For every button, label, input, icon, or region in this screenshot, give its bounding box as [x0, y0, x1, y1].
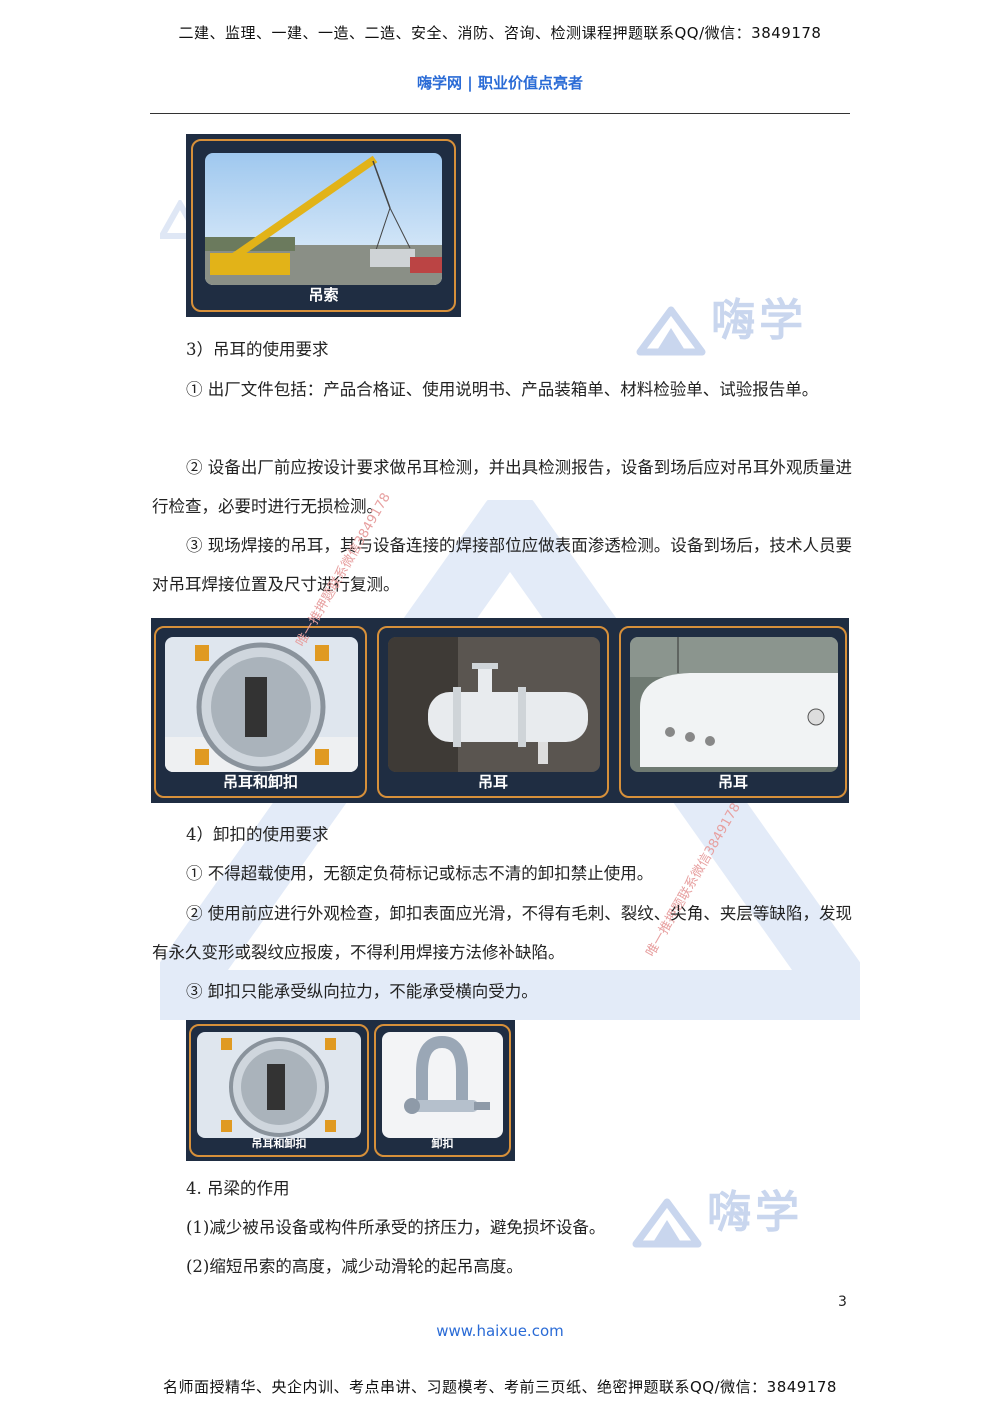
vessel-photo: [630, 637, 838, 772]
shackle-item-2: ② 使用前应进行外观检查，卸扣表面应光滑，不得有毛刺、裂纹、尖角、夹层等缺陷，发…: [152, 904, 852, 962]
section-shackle-title: 4）卸扣的使用要求: [186, 825, 329, 844]
haixue-logo-icon: [636, 306, 706, 355]
beam-item-1: (1)减少被吊设备或构件所承受的挤压力，避免损坏设备。: [186, 1218, 606, 1237]
figure-shackle-card-2: 卸扣: [374, 1024, 511, 1157]
heat-exchanger-illustration: [388, 637, 600, 772]
brand-slogan: 嗨学网 | 职业价值点亮者: [417, 74, 583, 92]
figure-lugs-caption-2: 吊耳: [477, 773, 508, 791]
footer-url: www.haixue.com: [436, 1322, 564, 1340]
watermark-logo-2: 嗨学: [632, 1176, 803, 1248]
figure-lugs-card-3: 吊耳: [619, 626, 847, 798]
footer-banner: 名师面授精华、央企内训、考点串讲、习题模考、考前三页纸、绝密押题联系QQ/微信：…: [163, 1378, 837, 1396]
lug-item-2: ② 设备出厂前应按设计要求做吊耳检测，并出具检测报告，设备到场后应对吊耳外观质量…: [152, 458, 852, 516]
watermark-logo-text-2: 嗨学: [707, 1187, 804, 1238]
vessel-end-small-illustration: [197, 1032, 361, 1138]
page-number: 3: [838, 1294, 847, 1310]
watermark-logo-text: 嗨学: [711, 295, 808, 346]
figure-shackle-caption-1: 吊耳和卸扣: [251, 1137, 307, 1150]
section-lug-title: 3）吊耳的使用要求: [186, 340, 329, 359]
figure-lugs-card-2: 吊耳: [377, 626, 609, 798]
header-divider: [150, 113, 850, 114]
figure-lugs: 吊耳和卸扣 吊耳: [151, 618, 849, 803]
crane-illustration: [205, 153, 442, 285]
heat-exchanger-photo: [388, 637, 600, 772]
beam-item-2: (2)缩短吊索的高度，减少动滑轮的起吊高度。: [186, 1257, 523, 1276]
crane-photo: [205, 153, 442, 285]
figure-lugs-caption-1: 吊耳和卸扣: [222, 773, 298, 791]
figure-sling: 吊索: [186, 134, 461, 317]
figure-shackle-caption-2: 卸扣: [431, 1137, 454, 1150]
figure-shackle: 吊耳和卸扣 卸扣: [186, 1020, 515, 1161]
figure-shackle-card-1: 吊耳和卸扣: [189, 1024, 369, 1157]
figure-sling-caption: 吊索: [308, 286, 339, 304]
shackle-icon: [382, 1032, 503, 1138]
lug-shackle-photo: [165, 637, 358, 772]
header-banner: 二建、监理、一建、一造、二造、安全、消防、咨询、检测课程押题联系QQ/微信：38…: [178, 24, 822, 42]
figure-lugs-card-1: 吊耳和卸扣: [154, 626, 367, 798]
lug-item-3: ③ 现场焊接的吊耳，其与设备连接的焊接部位应做表面渗透检测。设备到场后，技术人员…: [152, 536, 852, 594]
shackle-item-3: ③ 卸扣只能承受纵向拉力，不能承受横向受力。: [186, 982, 538, 1001]
shackle-photo: [382, 1032, 503, 1138]
vessel-end-illustration: [165, 637, 358, 772]
figure-sling-card: 吊索: [191, 139, 456, 312]
watermark-logo: 嗨学: [636, 284, 807, 356]
vessel-illustration: [630, 637, 838, 772]
figure-lugs-caption-3: 吊耳: [717, 773, 748, 791]
lug-item-1: ① 出厂文件包括：产品合格证、使用说明书、产品装箱单、材料检验单、试验报告单。: [186, 380, 819, 399]
shackle-lug-photo: [197, 1032, 361, 1138]
section-beam-title: 4. 吊梁的作用: [186, 1179, 290, 1198]
haixue-logo-icon-2: [632, 1198, 702, 1247]
shackle-item-1: ① 不得超载使用，无额定负荷标记或标志不清的卸扣禁止使用。: [186, 864, 654, 883]
